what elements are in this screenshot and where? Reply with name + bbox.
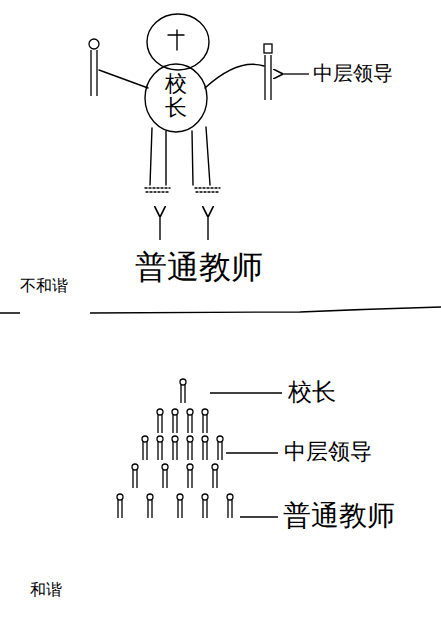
right-arm: [205, 64, 264, 88]
person: [142, 436, 148, 460]
small-leg: [264, 55, 265, 100]
left-arm: [99, 70, 148, 88]
section-label: 和谐: [30, 580, 62, 599]
leg: [206, 127, 210, 185]
person: [202, 409, 208, 433]
divider-line: [0, 307, 441, 313]
person: [180, 379, 186, 403]
push-arrows: [160, 216, 208, 240]
up-arrow: [159, 216, 160, 240]
person: [117, 494, 123, 518]
leg: [165, 131, 166, 185]
person: [162, 464, 168, 488]
person: [157, 409, 163, 433]
role-label: 普通教师: [135, 248, 263, 286]
figure-label: 校长: [165, 72, 187, 120]
principal-figure: [99, 14, 264, 192]
feet: [145, 188, 220, 192]
leader-line: [226, 452, 278, 453]
small-head: [89, 39, 99, 49]
head: [147, 14, 209, 70]
person: [172, 436, 178, 460]
leg: [150, 128, 152, 185]
section-label: 不和谐: [20, 276, 68, 295]
pointer-arrow: [282, 73, 309, 74]
person: [187, 436, 193, 460]
face-mark: [176, 30, 177, 50]
small-head: [264, 44, 272, 53]
small-leg: [90, 50, 91, 96]
held-figures: [89, 39, 309, 100]
person: [172, 409, 178, 433]
person: [132, 464, 138, 488]
person: [227, 494, 233, 518]
person: [157, 436, 163, 460]
role-label: 普通教师: [283, 499, 395, 533]
person: [212, 464, 218, 488]
leg: [192, 131, 193, 185]
role-label: 校长: [288, 378, 336, 407]
person: [147, 494, 153, 518]
person: [187, 409, 193, 433]
face-mark: [168, 34, 184, 35]
person: [202, 436, 208, 460]
up-arrow: [207, 216, 208, 240]
role-label: 中层领导: [313, 61, 393, 85]
leader-lines: [210, 393, 282, 517]
leader-line: [240, 516, 278, 517]
role-label: 中层领导: [284, 439, 372, 465]
person: [187, 464, 193, 488]
person: [177, 494, 183, 518]
person: [202, 494, 208, 518]
pyramid: [117, 379, 233, 518]
person: [217, 436, 223, 460]
leader-line: [210, 392, 282, 393]
small-leg: [270, 55, 271, 100]
body: [145, 64, 207, 132]
small-leg: [96, 50, 97, 96]
